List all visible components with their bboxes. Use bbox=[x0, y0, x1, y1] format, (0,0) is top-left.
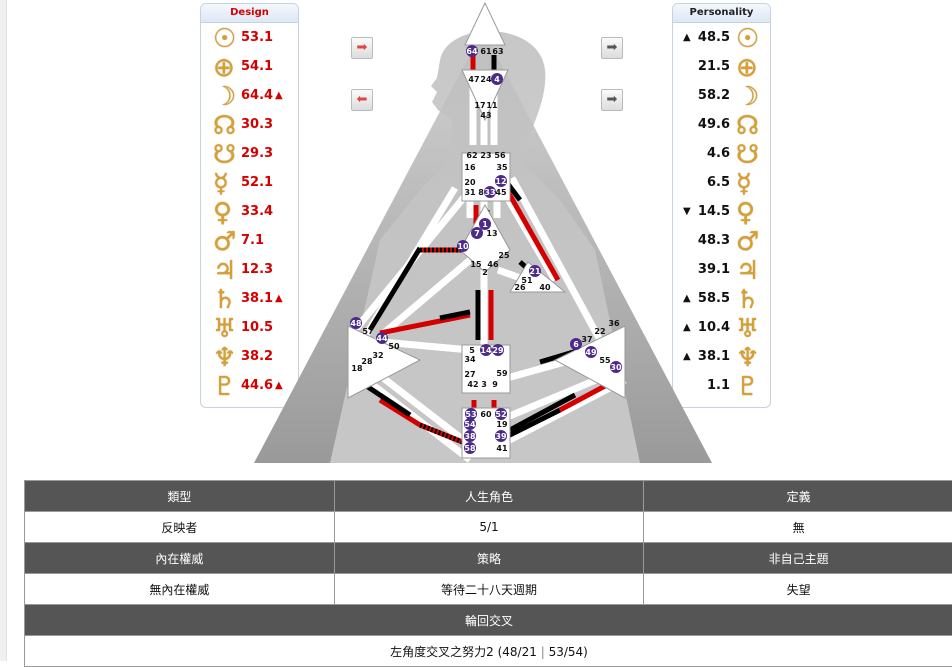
header-authority: 內在權威 bbox=[25, 543, 335, 574]
gate-number: 19 bbox=[496, 420, 508, 429]
gate-number: 1 bbox=[482, 220, 488, 229]
gate-number: 16 bbox=[464, 163, 476, 172]
gate-number: 46 bbox=[487, 260, 499, 269]
gate-number: 10 bbox=[457, 242, 469, 251]
gate-number: 2 bbox=[482, 268, 488, 277]
gate-number: 21 bbox=[529, 267, 541, 276]
gate-number: 42 bbox=[467, 380, 478, 389]
cross-name: 左角度交叉之努力2 (48/21 bbox=[390, 645, 537, 659]
gate-number: 20 bbox=[464, 178, 476, 187]
gate-number: 26 bbox=[514, 283, 526, 292]
gate-number: 53 bbox=[465, 410, 476, 419]
value-definition: 無 bbox=[644, 512, 952, 543]
gate-number: 31 bbox=[464, 188, 476, 197]
info-table: 類型 人生角色 定義 反映者 5/1 無 內在權威 策略 非自己主題 無內在權威… bbox=[24, 480, 952, 667]
gate-number: 57 bbox=[362, 327, 373, 336]
gate-number: 55 bbox=[599, 356, 611, 365]
gate-number: 35 bbox=[496, 163, 508, 172]
value-type: 反映者 bbox=[25, 512, 335, 543]
gate-number: 49 bbox=[585, 348, 597, 357]
header-incarnation-cross: 輪回交叉 bbox=[25, 605, 952, 636]
gate-number: 4 bbox=[494, 75, 500, 84]
gate-number: 36 bbox=[608, 319, 620, 328]
gate-number: 32 bbox=[372, 351, 383, 360]
gate-number: 34 bbox=[464, 355, 476, 364]
header-not-self-theme: 非自己主題 bbox=[644, 543, 952, 574]
gate-number: 3 bbox=[481, 380, 487, 389]
gate-number: 56 bbox=[494, 151, 506, 160]
gate-number: 41 bbox=[496, 444, 508, 453]
gate-number: 47 bbox=[468, 75, 479, 84]
value-incarnation-cross: 左角度交叉之努力2 (48/21 | 53/54) bbox=[25, 636, 952, 667]
header-profile: 人生角色 bbox=[334, 481, 644, 512]
gate-number: 40 bbox=[539, 283, 551, 292]
gate-number: 12 bbox=[495, 177, 506, 186]
gate-number: 25 bbox=[498, 251, 510, 260]
gate-number: 24 bbox=[480, 75, 492, 84]
gate-number: 39 bbox=[495, 432, 507, 441]
gate-number: 22 bbox=[594, 327, 605, 336]
header-strategy: 策略 bbox=[334, 543, 644, 574]
gate-number: 5 bbox=[469, 346, 475, 355]
value-not-self-theme: 失望 bbox=[644, 574, 952, 605]
gate-number: 59 bbox=[496, 369, 508, 378]
gate-number: 17 bbox=[474, 101, 485, 110]
gate-number: 30 bbox=[610, 363, 622, 372]
gate-number: 15 bbox=[470, 260, 482, 269]
cross-end: 53/54) bbox=[549, 645, 588, 659]
value-profile: 5/1 bbox=[334, 512, 644, 543]
gate-number: 23 bbox=[480, 151, 491, 160]
head-center bbox=[465, 3, 505, 45]
gate-number: 18 bbox=[351, 364, 363, 373]
gate-number: 52 bbox=[495, 410, 506, 419]
gate-number: 64 bbox=[466, 47, 478, 56]
gate-number: 38 bbox=[464, 432, 476, 441]
gate-number: 43 bbox=[480, 111, 491, 120]
gate-number: 37 bbox=[581, 335, 592, 344]
gate-number: 7 bbox=[474, 229, 480, 238]
gate-number: 63 bbox=[492, 47, 503, 56]
gate-number: 27 bbox=[464, 370, 475, 379]
value-authority: 無內在權威 bbox=[25, 574, 335, 605]
gate-number: 6 bbox=[573, 340, 579, 349]
gate-number: 62 bbox=[466, 151, 477, 160]
gate-number: 50 bbox=[388, 342, 400, 351]
gate-number: 48 bbox=[350, 319, 362, 328]
gate-number: 13 bbox=[486, 229, 497, 238]
gate-number: 58 bbox=[464, 444, 476, 453]
gate-number: 61 bbox=[480, 47, 492, 56]
gate-number: 8 bbox=[478, 188, 484, 197]
gate-number: 11 bbox=[486, 101, 498, 110]
header-type: 類型 bbox=[25, 481, 335, 512]
gate-number: 14 bbox=[480, 346, 492, 355]
header-definition: 定義 bbox=[644, 481, 952, 512]
gate-number: 28 bbox=[361, 357, 373, 366]
value-strategy: 等待二十八天週期 bbox=[334, 574, 644, 605]
gate-number: 44 bbox=[376, 334, 388, 343]
gate-number: 29 bbox=[492, 346, 504, 355]
gate-number: 54 bbox=[464, 420, 476, 429]
cross-separator: | bbox=[541, 645, 545, 659]
gate-number: 33 bbox=[484, 188, 495, 197]
gate-number: 45 bbox=[495, 188, 507, 197]
gate-number: 60 bbox=[480, 410, 492, 419]
gate-number: 9 bbox=[492, 380, 498, 389]
